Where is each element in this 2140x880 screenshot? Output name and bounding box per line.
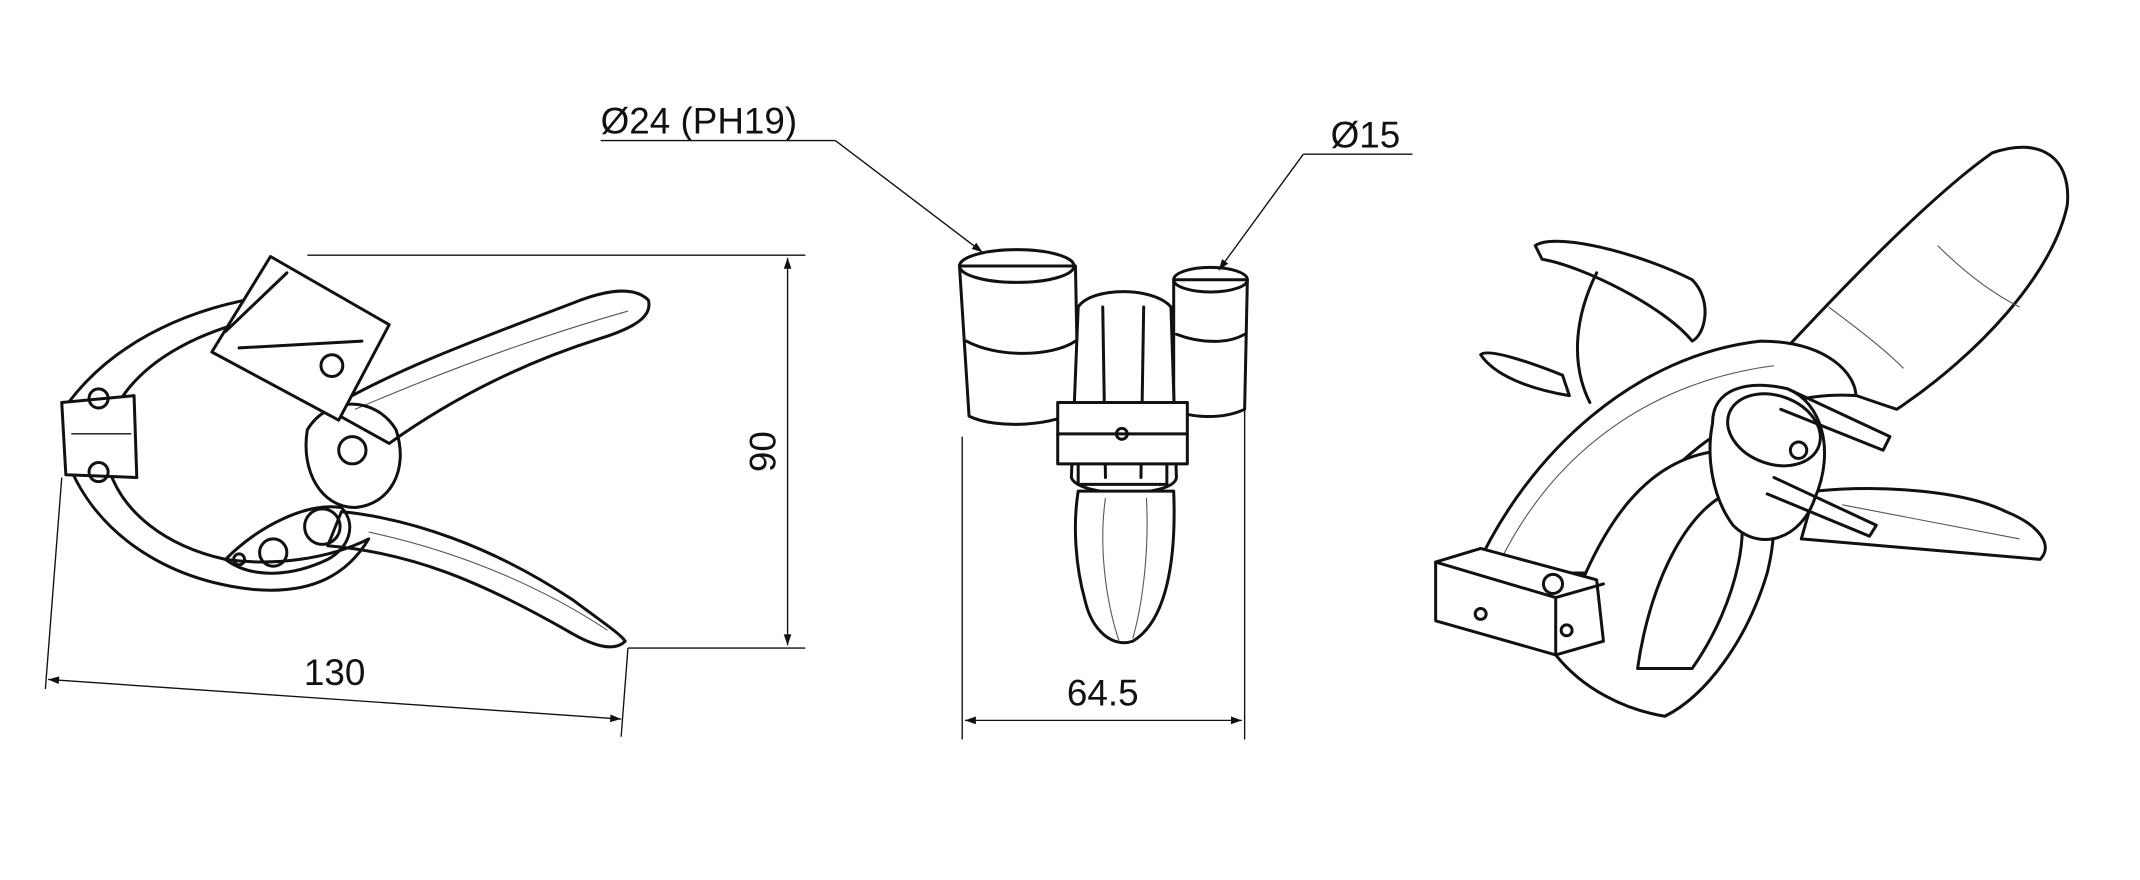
leader-large-diameter: Ø24 (PH19) (600, 101, 984, 253)
isometric-view-clamp (1434, 145, 2070, 718)
large-diameter-label: Ø24 (PH19) (601, 101, 798, 142)
side-view-clamp (60, 254, 651, 649)
dimension-width: 64.5 (961, 409, 1246, 740)
dimension-height-label: 90 (742, 431, 783, 472)
front-view-clamp (957, 248, 1249, 645)
dimension-length-label: 130 (304, 652, 365, 693)
dimension-length: 130 (44, 477, 629, 737)
dimension-width-label: 64.5 (1067, 672, 1139, 713)
dimension-height: 90 (307, 254, 806, 649)
small-diameter-label: Ø15 (1331, 114, 1401, 155)
leader-small-diameter: Ø15 (1218, 114, 1413, 271)
